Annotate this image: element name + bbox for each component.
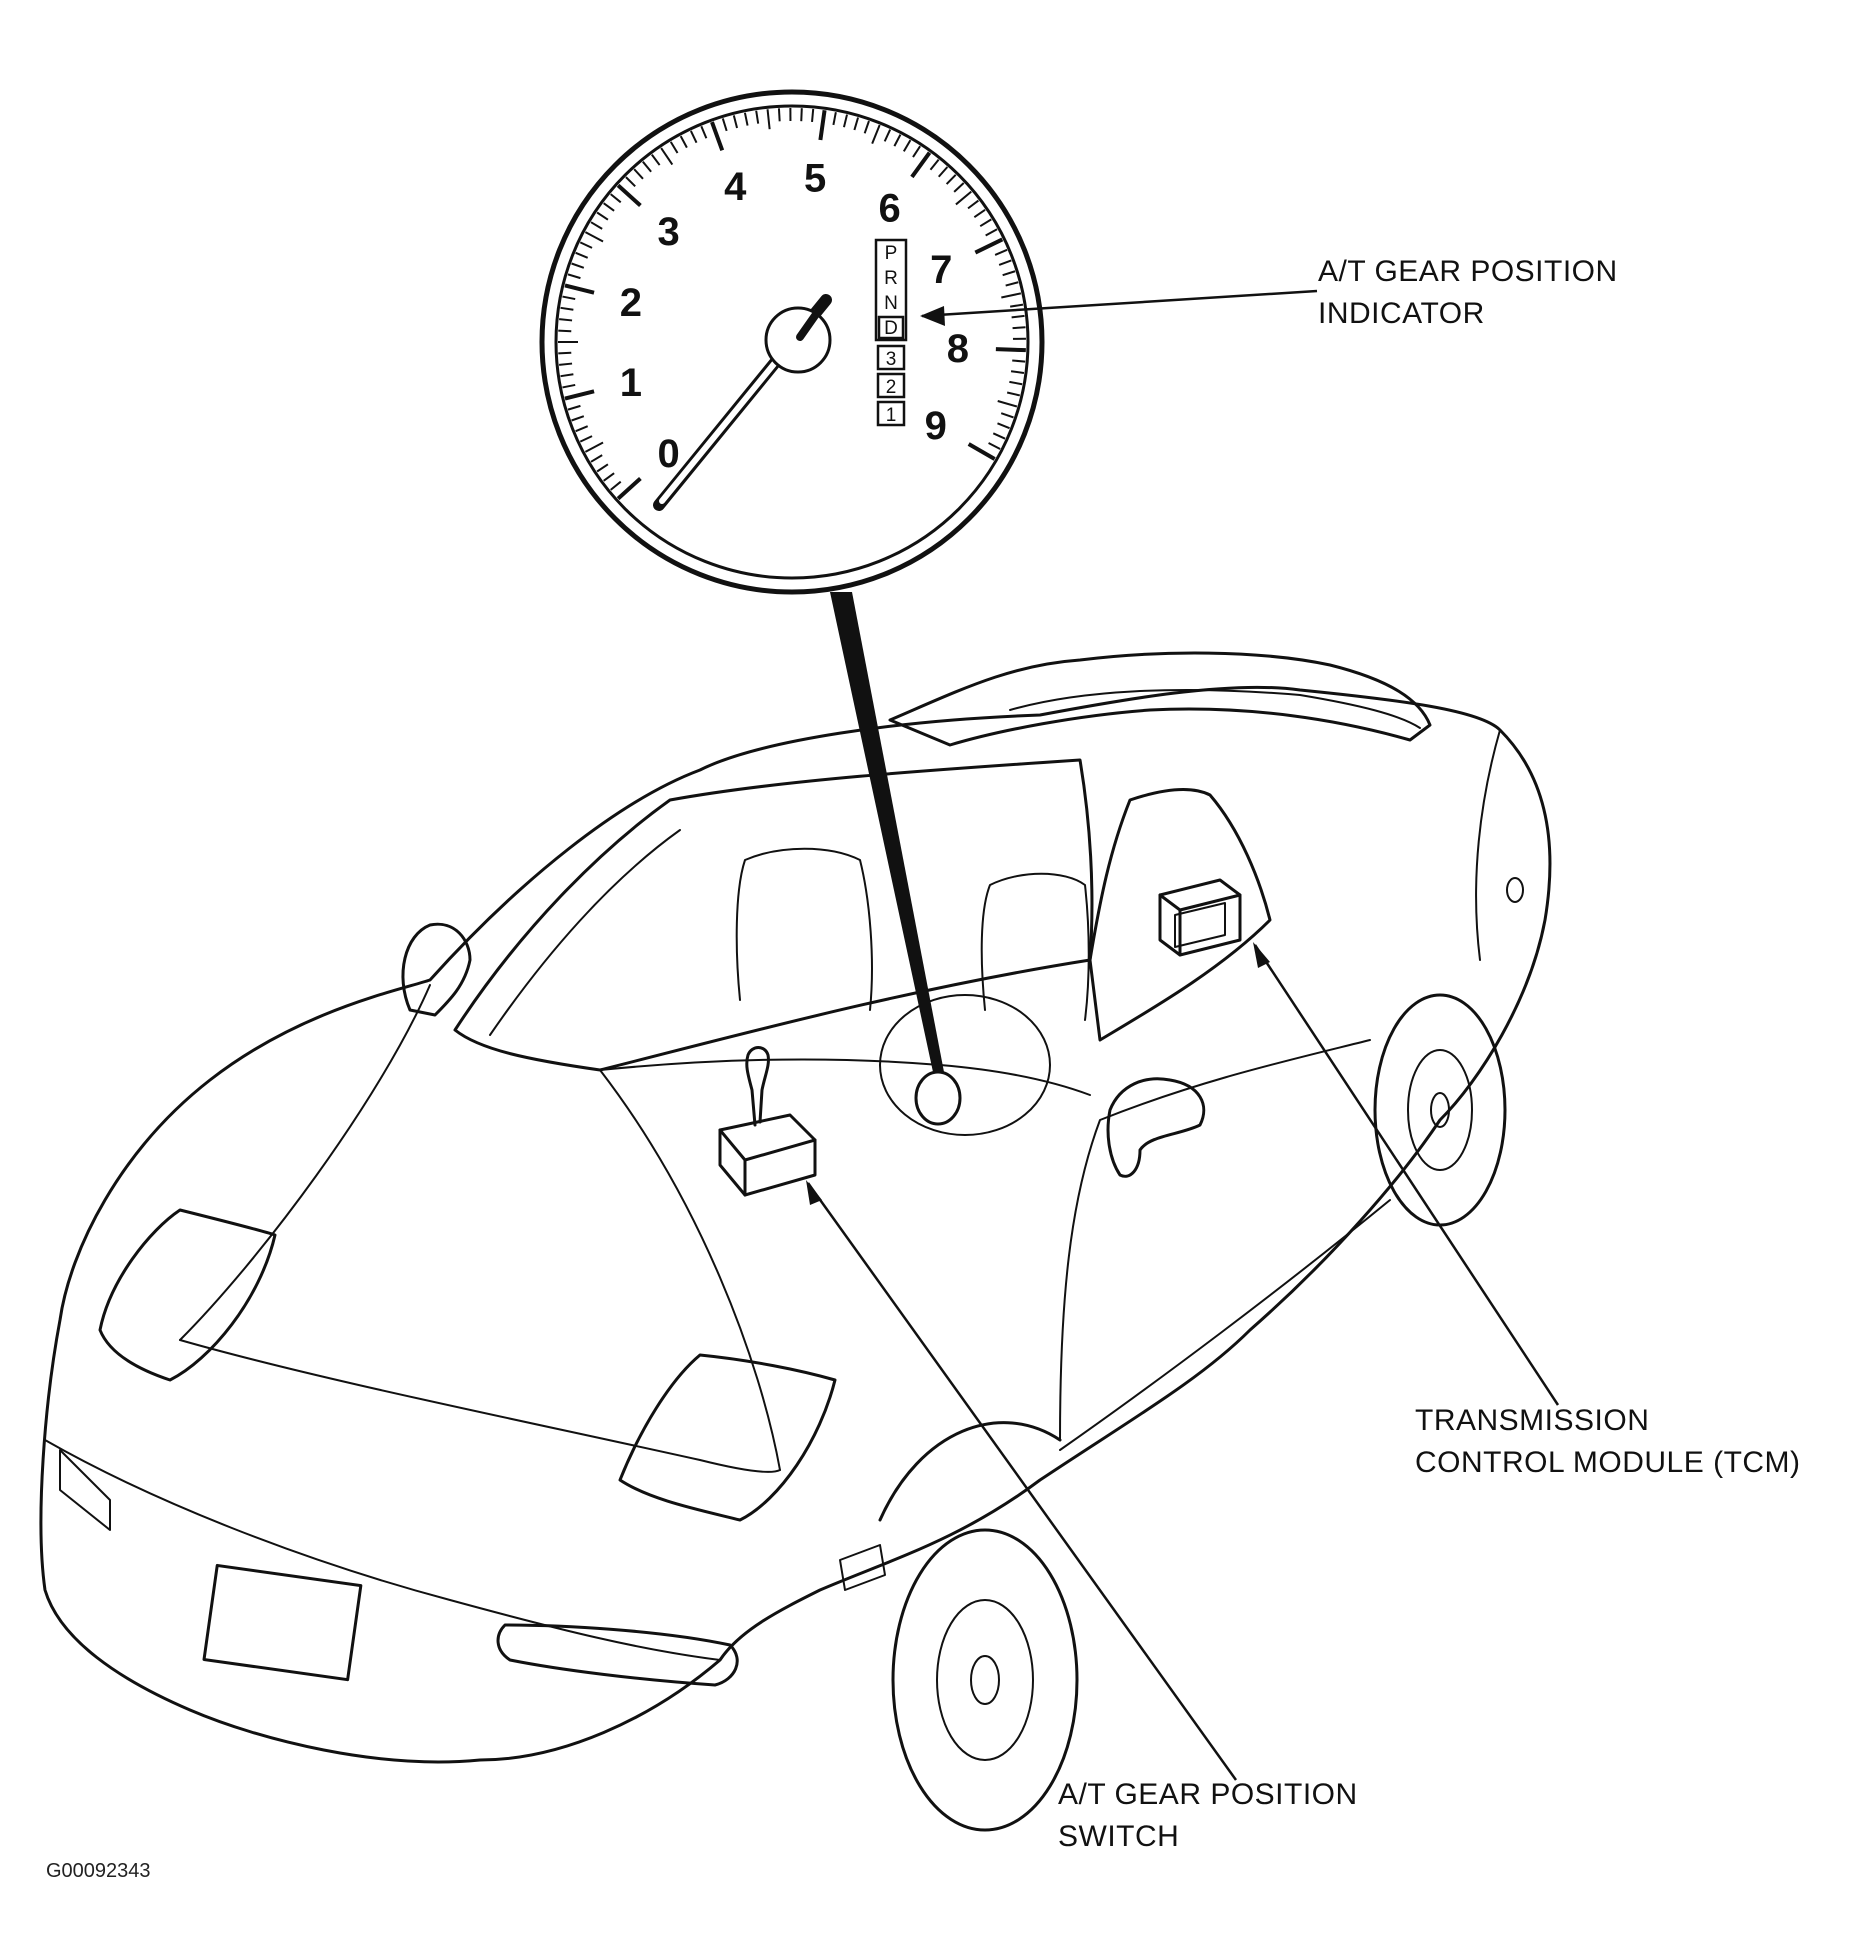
tcm-part xyxy=(1160,880,1240,955)
right-headlight xyxy=(620,1355,835,1520)
tachometer-minor-tick xyxy=(558,353,571,354)
rear-wheel-hub xyxy=(1408,1050,1472,1170)
callout-indicator-line1: A/T GEAR POSITION xyxy=(1318,255,1618,288)
tachometer-scale-label: 1 xyxy=(620,361,642,405)
tachometer-scale-label: 2 xyxy=(620,281,642,325)
windshield xyxy=(455,760,1092,1070)
tachometer-minor-tick xyxy=(801,108,802,121)
front-wheel-center xyxy=(971,1656,999,1704)
tachometer-minor-tick xyxy=(1013,327,1026,328)
callout-tcm-line1: TRANSMISSION xyxy=(1415,1404,1649,1437)
hood-front-edge xyxy=(180,1340,780,1472)
tachometer-scale-label: 9 xyxy=(925,404,947,448)
front-wheel-hub xyxy=(937,1600,1033,1760)
tachometer-scale-label: 5 xyxy=(804,157,826,201)
hood-crease-right xyxy=(600,1070,780,1470)
gear-position-label: 2 xyxy=(886,377,897,398)
front-bumper xyxy=(45,1440,720,1660)
tachometer-scale-label: 8 xyxy=(947,327,969,371)
callout-switch: A/T GEAR POSITION SWITCH xyxy=(1058,1778,1358,1853)
gear-position-label: R xyxy=(884,268,898,289)
tachometer-scale-label: 6 xyxy=(878,187,900,231)
rear-wheel xyxy=(1375,995,1505,1225)
gear-position-label: N xyxy=(884,293,898,314)
callout-switch-line2: SWITCH xyxy=(1058,1820,1179,1853)
switch-leader-line xyxy=(808,1183,1236,1780)
door-line xyxy=(1060,1040,1370,1440)
tachometer-location-marker xyxy=(916,1072,960,1124)
figure-code: G00092343 xyxy=(46,1860,151,1882)
front-wheel-arch xyxy=(880,1423,1060,1520)
right-mirror xyxy=(1108,1079,1204,1177)
tachometer-minor-tick xyxy=(559,319,572,320)
hood-crease-left xyxy=(180,985,430,1340)
car-roof xyxy=(890,653,1430,745)
gear-position-label: 3 xyxy=(886,349,897,370)
tachometer-scale-label: 4 xyxy=(724,165,747,209)
tachometer-minor-tick xyxy=(1012,360,1025,361)
fuel-door xyxy=(1507,878,1523,902)
right-seat xyxy=(982,874,1089,1020)
callout-switch-line1: A/T GEAR POSITION xyxy=(1058,1778,1358,1811)
dashboard-cowl xyxy=(600,1060,1090,1095)
tachometer-minor-tick xyxy=(812,109,813,122)
callout-indicator-line2: INDICATOR xyxy=(1318,297,1485,330)
callout-tcm-line2: CONTROL MODULE (TCM) xyxy=(1415,1446,1801,1479)
tachometer-scale-label: 3 xyxy=(658,210,680,254)
left-mirror xyxy=(403,924,470,1015)
gear-position-label: 1 xyxy=(886,405,897,426)
tachometer-major-tick xyxy=(996,349,1026,350)
gear-position-label: D xyxy=(884,318,898,339)
rear-quarter xyxy=(1476,730,1500,960)
car-illustration xyxy=(41,653,1550,1830)
front-wheel xyxy=(893,1530,1077,1830)
tachometer-minor-tick xyxy=(559,364,572,365)
windshield-inner xyxy=(490,830,680,1035)
left-headlight xyxy=(100,1210,275,1380)
tachometer-minor-tick xyxy=(558,331,571,332)
tachometer-scale-label: 0 xyxy=(658,432,680,476)
callout-tcm: TRANSMISSION CONTROL MODULE (TCM) xyxy=(1415,1404,1801,1479)
side-skirt xyxy=(1060,1200,1390,1450)
callout-indicator: A/T GEAR POSITION INDICATOR xyxy=(1318,255,1618,330)
gear-position-switch-part xyxy=(720,1048,815,1196)
gear-position-label: P xyxy=(885,243,898,264)
steering-wheel xyxy=(880,995,1050,1135)
license-plate xyxy=(204,1565,361,1679)
left-seat xyxy=(737,849,872,1010)
tachometer-minor-tick xyxy=(779,108,780,121)
tachometer-scale-label: 7 xyxy=(930,248,952,292)
